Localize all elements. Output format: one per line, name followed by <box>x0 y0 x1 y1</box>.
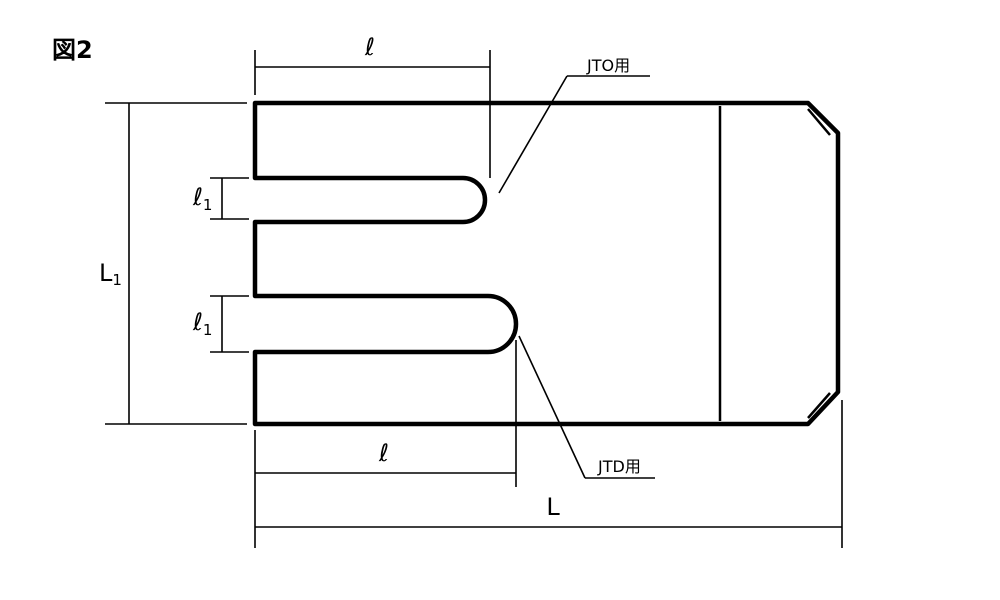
part-outline <box>252 100 841 427</box>
outer-contour <box>252 100 841 427</box>
dimension-total-length: L <box>254 400 843 548</box>
chamfer-inner-bottom <box>807 392 831 419</box>
callout-upper-label: JTO用 <box>586 56 630 75</box>
total-width-label: L1 <box>99 259 122 289</box>
dimension-top-length: ℓ <box>254 33 491 178</box>
dimension-total-width: L1 <box>99 102 247 425</box>
chamfer-inner-top <box>807 108 831 136</box>
dimension-lower-slot-width: ℓ1 <box>192 295 249 353</box>
upper-slot-label: ℓ1 <box>192 183 212 214</box>
dimension-upper-slot-width: ℓ1 <box>192 177 249 220</box>
bottom-length-label: ℓ <box>378 439 389 467</box>
callout-lower-label: JTD用 <box>597 457 641 476</box>
callout-upper: JTO用 <box>498 56 650 194</box>
total-length-label: L <box>546 493 560 521</box>
dimension-bottom-length: ℓ <box>254 340 517 487</box>
lower-slot-label: ℓ1 <box>192 308 212 339</box>
figure-label: 図2 <box>52 36 93 64</box>
top-length-label: ℓ <box>364 33 375 61</box>
callout-lower: JTD用 <box>518 335 655 479</box>
